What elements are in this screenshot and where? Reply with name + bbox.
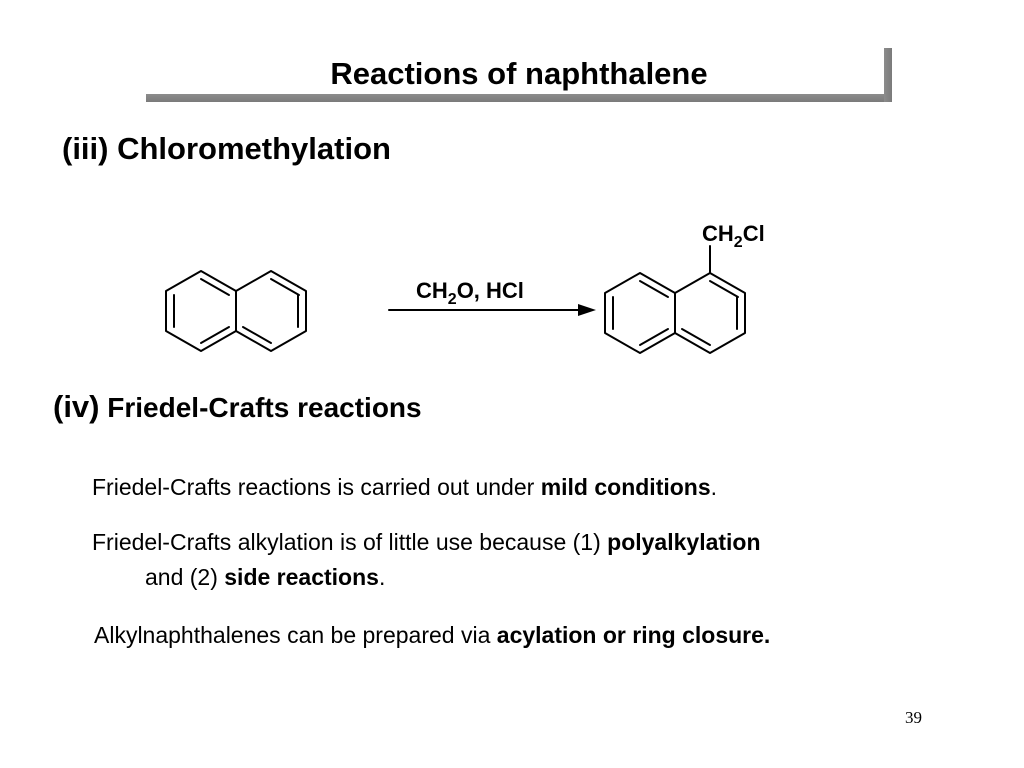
substituent-label: CH2Cl (702, 221, 765, 251)
title-bar: Reactions of naphthalene (146, 48, 892, 104)
title-underline (146, 94, 892, 102)
paragraph-alkylation-continued: and (2) side reactions. (145, 564, 386, 590)
section-iv-heading: (iv) Friedel-Crafts reactions (53, 389, 422, 424)
paragraph-mild-conditions: Friedel-Crafts reactions is carried out … (92, 474, 718, 500)
paragraph-alkylnaphthalenes: Alkylnaphthalenes can be prepared via ac… (94, 622, 771, 648)
arrow-head (578, 304, 596, 316)
product-structure (604, 245, 746, 354)
reagent-label: CH2O, HCl (416, 278, 524, 308)
section-iii-heading: (iii) Chloromethylation (62, 131, 391, 166)
title-side-rule (884, 48, 892, 102)
naphthalene-structure (165, 270, 307, 352)
paragraph-alkylation: Friedel-Crafts alkylation is of little u… (92, 529, 761, 555)
page-number: 39 (905, 708, 922, 727)
slide-title: Reactions of naphthalene (330, 56, 708, 91)
